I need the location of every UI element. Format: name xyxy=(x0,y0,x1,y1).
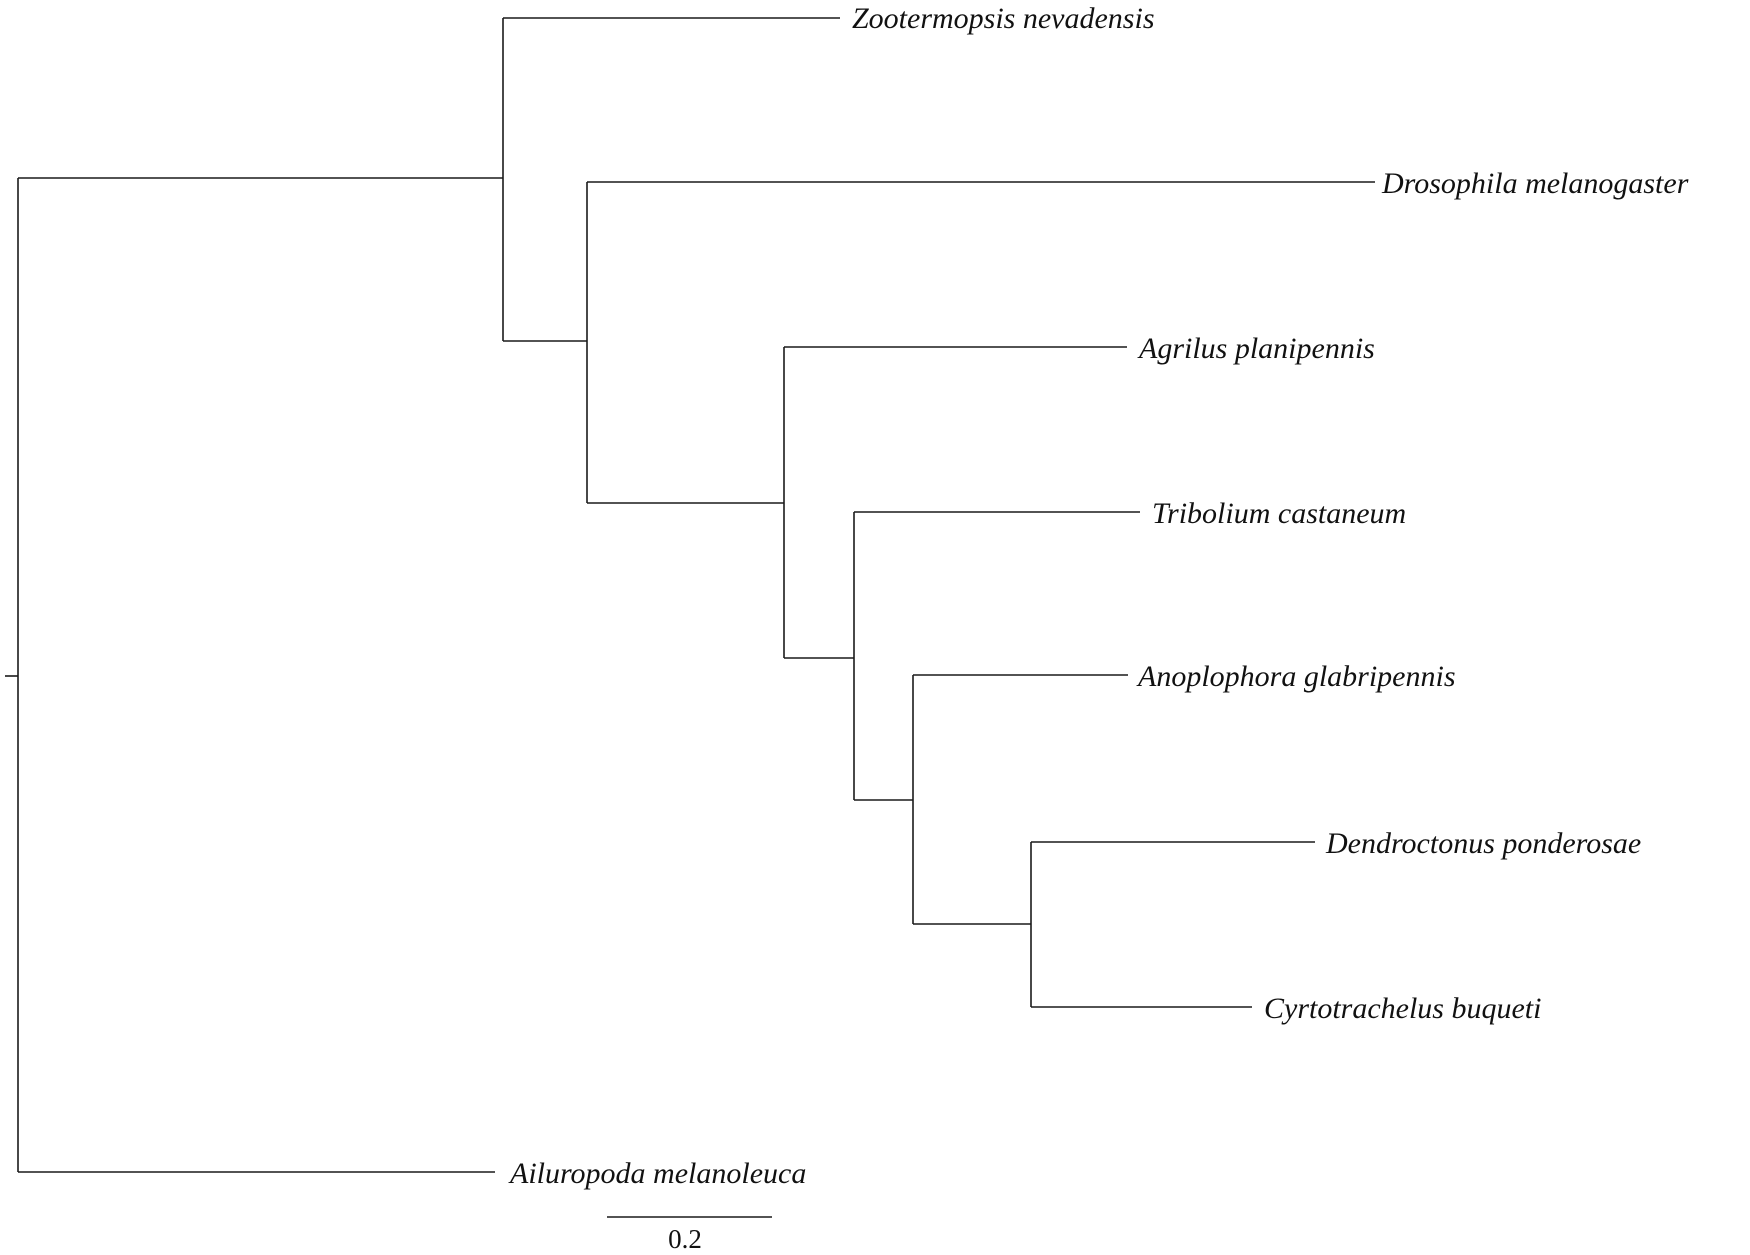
leaf-label-anoplophora: Anoplophora glabripennis xyxy=(1136,660,1456,693)
leaf-label-tribolium: Tribolium castaneum xyxy=(1152,497,1406,530)
leaf-label-drosophila: Drosophila melanogaster xyxy=(1381,167,1689,200)
leaf-label-zootermopsis: Zootermopsis nevadensis xyxy=(852,2,1155,35)
scale-bar-label: 0.2 xyxy=(668,1224,702,1254)
leaf-label-agrilus: Agrilus planipennis xyxy=(1137,332,1375,365)
leaf-label-ailuropoda: Ailuropoda melanoleuca xyxy=(508,1157,806,1190)
leaf-label-cyrtotrachelus: Cyrtotrachelus buqueti xyxy=(1264,992,1541,1025)
scale-bar: 0.2 xyxy=(607,1216,772,1254)
leaf-label-dendroctonus: Dendroctonus ponderosae xyxy=(1325,827,1641,860)
